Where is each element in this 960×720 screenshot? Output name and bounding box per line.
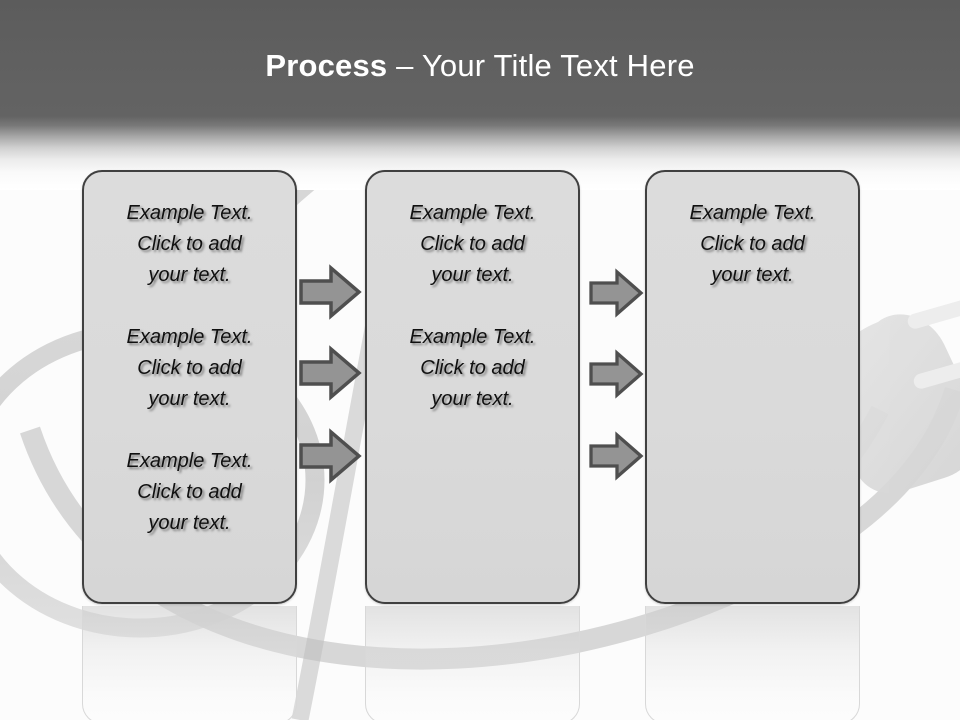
process-box-3-content: Example Text. Click to add your text. (657, 198, 848, 291)
process-box-1-text-3[interactable]: Example Text. Click to add your text. (126, 450, 253, 534)
arrow-right-2-3[interactable] (588, 431, 644, 481)
arrow-right-1-3[interactable] (298, 428, 362, 484)
arrow-right-1-1[interactable] (298, 264, 362, 320)
process-box-1-text-2[interactable]: Example Text. Click to add your text. (126, 326, 253, 410)
box-3-reflection (645, 606, 860, 720)
process-box-2-content: Example Text. Click to add your text. Ex… (377, 198, 568, 415)
process-box-1-content: Example Text. Click to add your text. Ex… (94, 198, 285, 539)
box-1-reflection (82, 606, 297, 720)
page-title-bold: Process (265, 48, 388, 83)
process-box-2[interactable]: Example Text. Click to add your text. Ex… (365, 170, 580, 604)
arrow-right-2-2[interactable] (588, 349, 644, 399)
process-box-1[interactable]: Example Text. Click to add your text. Ex… (82, 170, 297, 604)
box-2-reflection (365, 606, 580, 720)
process-box-1-text-1[interactable]: Example Text. Click to add your text. (126, 202, 253, 286)
title-band (0, 0, 960, 190)
page-title: Process – Your Title Text Here (0, 48, 960, 84)
process-box-3-text-1[interactable]: Example Text. Click to add your text. (689, 202, 816, 286)
arrow-right-1-2[interactable] (298, 345, 362, 401)
arrow-right-2-1[interactable] (588, 268, 644, 318)
page-title-rest: – Your Title Text Here (387, 48, 695, 83)
process-box-2-text-2[interactable]: Example Text. Click to add your text. (409, 326, 536, 410)
process-box-2-text-1[interactable]: Example Text. Click to add your text. (409, 202, 536, 286)
process-box-3[interactable]: Example Text. Click to add your text. (645, 170, 860, 604)
